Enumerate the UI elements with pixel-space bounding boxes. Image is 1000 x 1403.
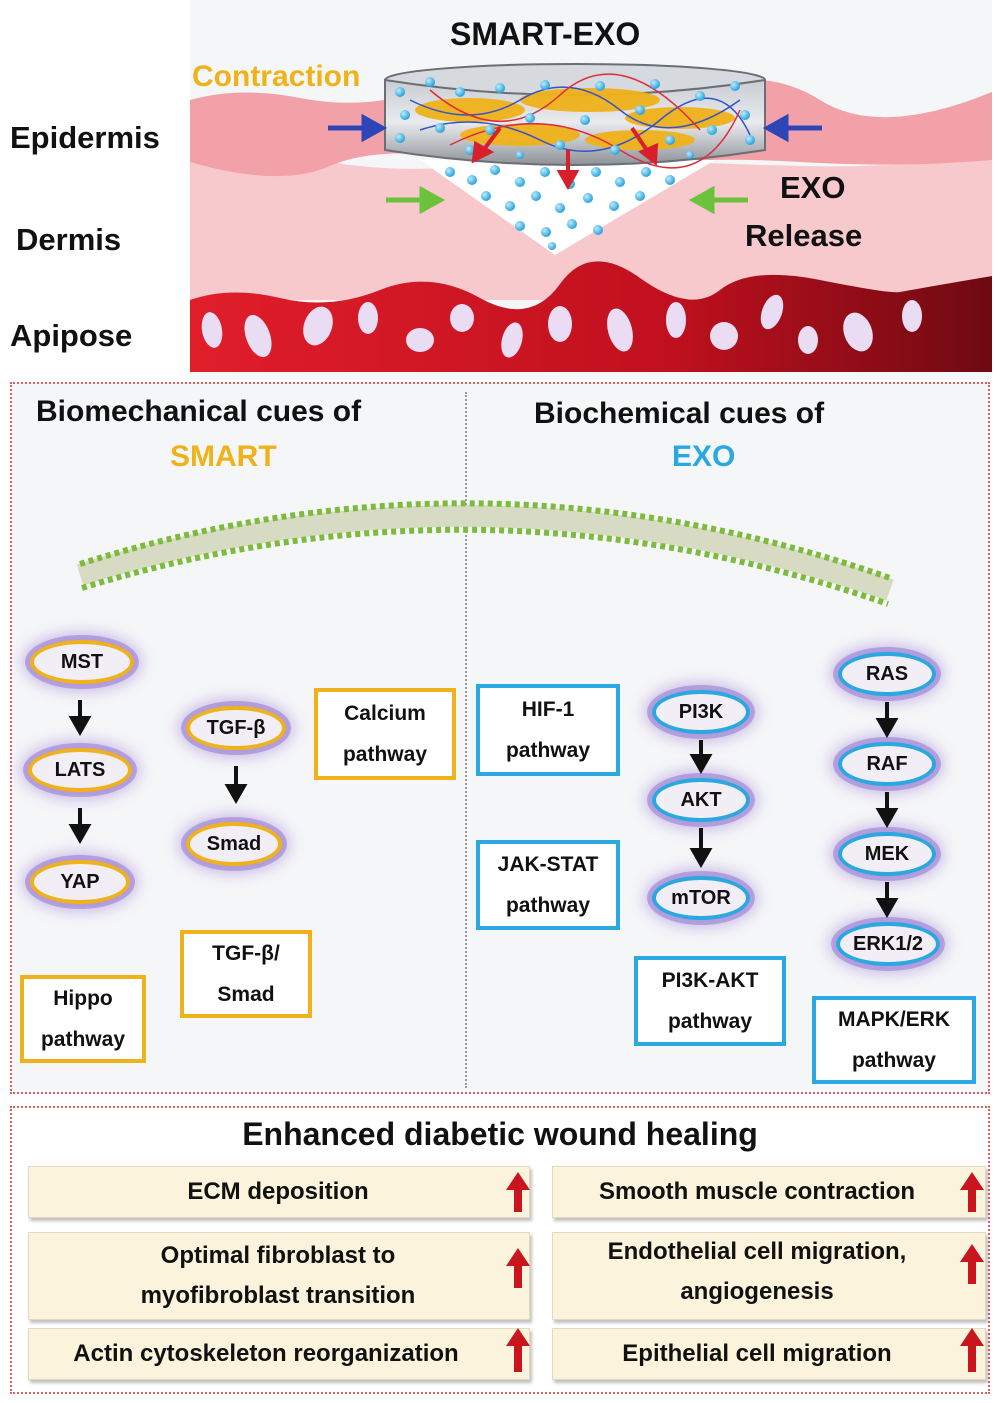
tgfb-smad-pathway-box: TGF-β/ Smad xyxy=(180,930,312,1018)
adipose-layer xyxy=(190,261,992,372)
pi3kakt-pathway-box: PI3K-AKT pathway xyxy=(634,956,786,1046)
calcium-pathway-box: Calcium pathway xyxy=(314,688,456,780)
increase-arrows-graphic xyxy=(506,1172,984,1372)
pi3k-node: PI3K xyxy=(652,690,750,734)
skin-illustration xyxy=(0,0,1000,380)
outcome-endothelial xyxy=(552,1232,986,1320)
contraction-arrows xyxy=(328,113,822,143)
outcome-fibroblast xyxy=(28,1232,530,1320)
outcome-ecm-text: ECM deposition xyxy=(187,1178,369,1205)
release-arrows xyxy=(471,126,659,191)
adipose-label: Apipose xyxy=(10,318,133,353)
panel-divider xyxy=(465,392,467,1088)
ras-node: RAS xyxy=(838,652,936,696)
contraction-label: Contraction xyxy=(192,60,361,93)
yap-node: YAP xyxy=(30,860,130,904)
erk-node: ERK1/2 xyxy=(836,922,940,966)
outcome-epithelial-text: Epithelial cell migration xyxy=(622,1340,892,1367)
jakstat-pathway-box: JAK-STAT pathway xyxy=(476,840,620,930)
outcome-fibroblast-text: Optimal fibroblast to myofibroblast tran… xyxy=(140,1242,416,1309)
skin-layers-graphic xyxy=(190,0,992,380)
outcome-smooth-muscle-text: Smooth muscle contraction xyxy=(598,1178,916,1205)
tgfb-node: TGF-β xyxy=(186,706,286,750)
outcome-endothelial-text: Endothelial cell migration, angiogenesis xyxy=(607,1238,907,1305)
cell-membrane xyxy=(70,480,900,620)
outcome-smooth-muscle xyxy=(552,1166,986,1218)
outcome-actin xyxy=(28,1328,530,1380)
outcome-epithelial xyxy=(552,1328,986,1380)
mtor-node: mTOR xyxy=(652,876,750,920)
smad-node: Smad xyxy=(186,822,282,866)
hippo-pathway-box: Hippo pathway xyxy=(20,975,146,1063)
right-highlight: EXO xyxy=(672,440,736,473)
release-label-line2: Release xyxy=(745,218,863,253)
mek-node: MEK xyxy=(838,832,936,876)
right-heading: Biochemical cues of xyxy=(534,397,825,430)
pathway-arrows xyxy=(0,600,1000,1000)
lats-node: LATS xyxy=(28,748,132,792)
released-exosomes xyxy=(445,165,675,250)
mapkerk-pathway-box: MAPK/ERK pathway xyxy=(812,996,976,1084)
device-label: SMART-EXO xyxy=(450,16,641,52)
tissue-compression-arrows xyxy=(386,185,748,215)
outcomes-title: Enhanced diabetic wound healing xyxy=(242,1116,758,1152)
release-label-line1: EXO xyxy=(780,170,846,205)
outcomes-panel xyxy=(10,1106,990,1394)
cell-membrane-graphic xyxy=(76,500,894,607)
akt-node: AKT xyxy=(652,778,750,822)
epidermis-label: Epidermis xyxy=(10,120,160,155)
fat-cells xyxy=(201,294,922,358)
loaded-exosomes xyxy=(395,77,755,159)
mst-node: MST xyxy=(30,640,134,684)
outcome-actin-text: Actin cytoskeleton reorganization xyxy=(73,1340,459,1367)
dermis-label: Dermis xyxy=(16,222,122,257)
outcome-ecm xyxy=(28,1166,530,1218)
raf-node: RAF xyxy=(838,742,936,786)
increase-arrows xyxy=(0,1160,1000,1390)
left-highlight: SMART xyxy=(170,440,277,473)
hif1-pathway-box: HIF-1 pathway xyxy=(476,684,620,776)
left-heading: Biomechanical cues of xyxy=(36,395,362,428)
release-zone xyxy=(420,160,715,255)
pathway-arrows-graphic xyxy=(68,700,899,919)
